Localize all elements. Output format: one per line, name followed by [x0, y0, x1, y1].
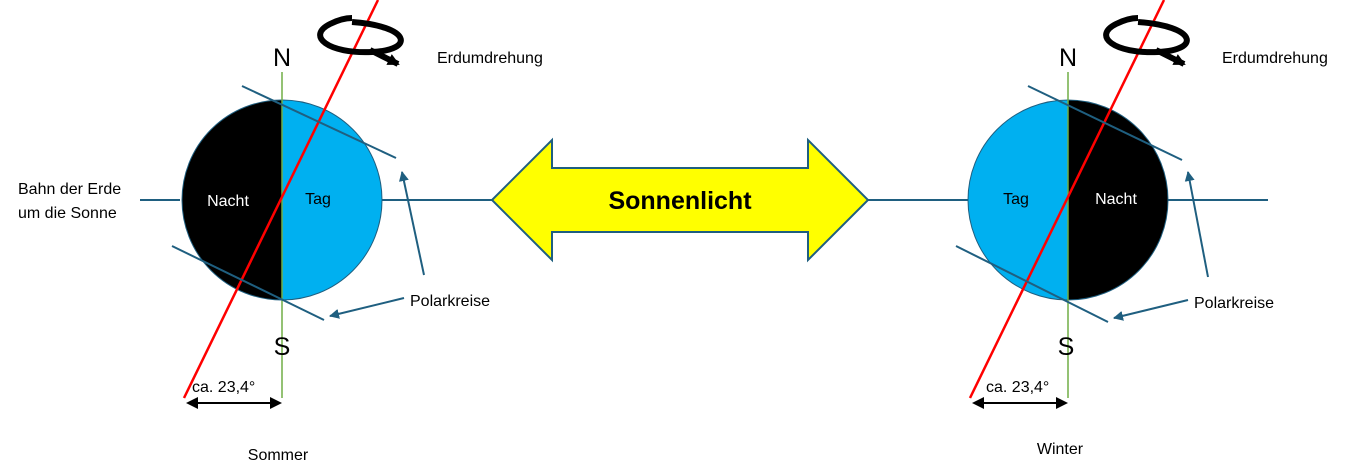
summer-season-label: Sommer: [248, 447, 309, 464]
winter-rotation-arrowhead: [1154, 47, 1186, 67]
winter-rotation-label: Erdumdrehung: [1222, 50, 1328, 67]
sunlight-arrow: [490, 137, 870, 263]
summer-night-label: Nacht: [207, 193, 249, 210]
winter-south-label: S: [1058, 333, 1075, 361]
winter-north-label: N: [1059, 44, 1077, 72]
winter-polar-arrow-up: [1184, 171, 1209, 278]
summer-tilted-axis: [182, 0, 380, 399]
summer-polar-arrow-up: [398, 171, 425, 276]
winter-rotation-ellipse: [1103, 15, 1190, 56]
orbit-label-line1: Bahn der Erde: [18, 181, 121, 198]
summer-north-label: N: [273, 44, 291, 72]
summer-day-label: Tag: [305, 191, 331, 208]
summer-day-half: [282, 100, 382, 300]
winter-polar-label: Polarkreise: [1194, 295, 1274, 312]
winter-night-label: Nacht: [1095, 191, 1137, 208]
winter-polar-arrow-left: [1113, 299, 1189, 321]
summer-polar-circle-south: [171, 245, 325, 321]
orbit-label-line2: um die Sonne: [18, 205, 117, 222]
summer-rotation-ellipse: [317, 15, 404, 56]
winter-polar-circle-south: [955, 245, 1109, 323]
summer-angle-label: ca. 23,4°: [192, 379, 255, 396]
winter-tilted-axis: [968, 0, 1166, 399]
summer-rotation-arrowhead: [368, 47, 400, 67]
summer-south-label: S: [274, 333, 291, 361]
summer-polar-label: Polarkreise: [410, 293, 490, 310]
winter-polar-circle-north: [1027, 85, 1183, 161]
summer-polar-arrow-left: [329, 297, 405, 319]
winter-season-label: Winter: [1037, 441, 1084, 458]
winter-day-label: Tag: [1003, 191, 1029, 208]
sunlight-label: Sonnenlicht: [608, 187, 752, 215]
summer-polar-circle-north: [241, 85, 397, 159]
winter-night-half: [1068, 100, 1168, 300]
summer-rotation-label: Erdumdrehung: [437, 50, 543, 67]
winter-angle-label: ca. 23,4°: [986, 379, 1049, 396]
